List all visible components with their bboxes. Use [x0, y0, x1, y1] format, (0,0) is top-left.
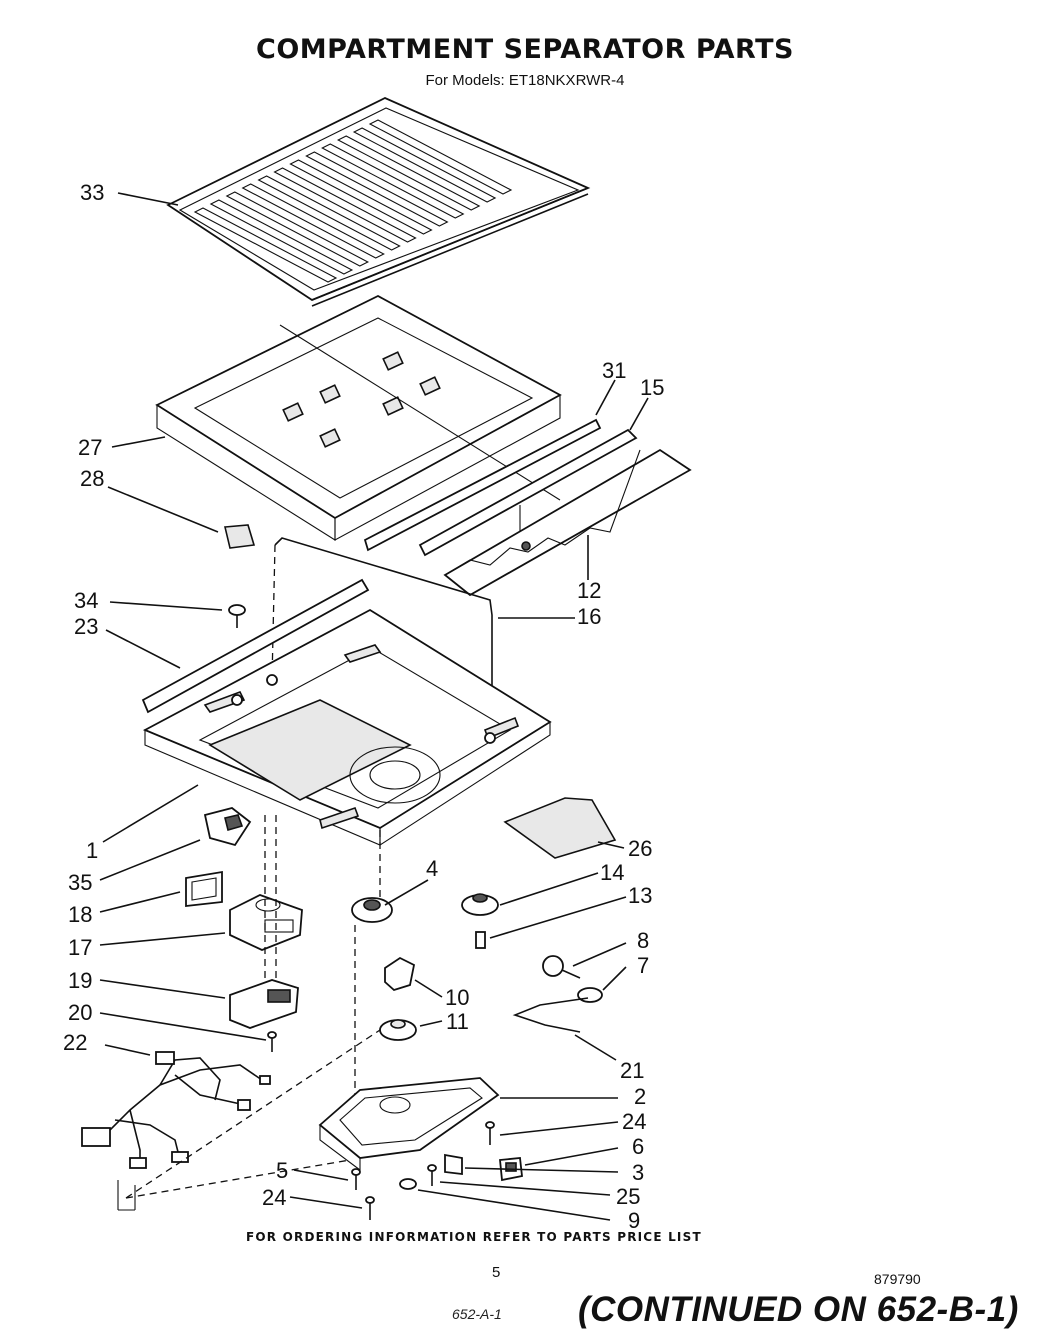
- callout-4: 4: [426, 856, 438, 881]
- callout-20: 20: [68, 1000, 92, 1025]
- part-33-grille-shelf: [166, 97, 591, 307]
- leader-lines: [99, 192, 649, 1221]
- part-8-light-bulb: [542, 955, 581, 979]
- part-27-separator-frame: [155, 294, 562, 541]
- part-1-separator-pan: [142, 608, 552, 847]
- part-7-light-socket: [577, 987, 603, 1003]
- callout-labels: 33 31 15 27 28 12 34 23 16 1 26 35 4 14 …: [63, 180, 664, 1233]
- part-11-knob: [379, 1019, 417, 1041]
- callout-16: 16: [577, 604, 601, 629]
- continued-on-note: (CONTINUED ON 652-B-1): [578, 1290, 1019, 1329]
- callout-14: 14: [600, 860, 624, 885]
- grille-slat: [225, 191, 370, 267]
- callout-10: 10: [445, 985, 469, 1010]
- grille-slat: [209, 199, 354, 275]
- callout-35: 35: [68, 870, 92, 895]
- part-19-control: [229, 979, 299, 1029]
- callout-21: 21: [620, 1058, 644, 1083]
- page-number: 5: [492, 1264, 501, 1281]
- part-21-wire: [512, 997, 589, 1033]
- callout-3: 3: [632, 1160, 644, 1185]
- part-9-grommet: [399, 1178, 417, 1190]
- part-14-knob: [461, 893, 499, 916]
- callout-17: 17: [68, 935, 92, 960]
- part-18-gasket: [185, 870, 223, 908]
- callout-25: 25: [616, 1184, 640, 1209]
- part-17-damper-housing: [229, 815, 303, 1000]
- part-13-pin: [475, 931, 486, 949]
- callout-24-upper: 24: [622, 1109, 646, 1134]
- grille-slat: [305, 151, 449, 227]
- grille-slat: [352, 127, 497, 203]
- callout-9: 9: [628, 1208, 640, 1233]
- callout-22: 22: [63, 1030, 87, 1055]
- handwritten-reference: 652-A-1: [452, 1306, 502, 1322]
- part-5-screw: [351, 1168, 361, 1190]
- callout-12: 12: [577, 578, 601, 603]
- callout-15: 15: [640, 375, 664, 400]
- callout-2: 2: [634, 1084, 646, 1109]
- grille-slat: [321, 143, 465, 219]
- part-31-seal-strip: [363, 418, 602, 552]
- callout-5: 5: [276, 1158, 288, 1183]
- model-subtitle: For Models: ET18NKXRWR-4: [425, 72, 625, 89]
- callout-18: 18: [68, 902, 92, 927]
- callout-24-lower: 24: [262, 1185, 286, 1210]
- part-23-strip: [141, 578, 370, 714]
- callout-19: 19: [68, 968, 92, 993]
- grille-slat: [241, 183, 385, 259]
- grille-slat: [273, 167, 417, 243]
- part-26-cover: [503, 797, 617, 859]
- part-35-clip: [203, 807, 252, 847]
- callout-7: 7: [637, 953, 649, 978]
- part-3-switch: [444, 1153, 463, 1176]
- callout-33: 33: [80, 180, 104, 205]
- diagram-code: 879790: [874, 1271, 921, 1287]
- part-25-screw: [427, 1164, 437, 1186]
- page-title: COMPARTMENT SEPARATOR PARTS: [256, 34, 794, 65]
- grille-slat: [336, 135, 481, 211]
- callout-13: 13: [628, 883, 652, 908]
- callout-1: 1: [86, 838, 98, 863]
- part-4-thermostat: [351, 830, 393, 1100]
- part-24-screw-lower: [365, 1196, 375, 1220]
- callout-23: 23: [74, 614, 98, 639]
- ordering-information-note: FOR ORDERING INFORMATION REFER TO PARTS …: [246, 1230, 702, 1244]
- callout-27: 27: [78, 435, 102, 460]
- part-2-control-tray: [318, 1077, 500, 1172]
- part-16-wire: [271, 537, 493, 740]
- callout-11: 11: [446, 1009, 469, 1034]
- part-28-pad: [224, 524, 256, 549]
- callout-6: 6: [632, 1134, 644, 1159]
- part-24-screw-upper: [485, 1121, 495, 1145]
- grille-slat: [257, 175, 401, 251]
- grille-slat: [193, 207, 338, 283]
- grille-slat: [368, 119, 513, 195]
- callout-8: 8: [637, 928, 649, 953]
- part-12-rail: [443, 448, 692, 597]
- callout-28: 28: [80, 466, 104, 491]
- part-10-switch: [384, 956, 416, 992]
- callout-31: 31: [602, 358, 626, 383]
- callout-34: 34: [74, 588, 98, 613]
- part-20-screw: [267, 1031, 277, 1052]
- callout-26: 26: [628, 836, 652, 861]
- part-22-wiring-harness: [81, 1029, 381, 1211]
- part-34-screw: [228, 604, 246, 628]
- grille-slat: [289, 159, 433, 235]
